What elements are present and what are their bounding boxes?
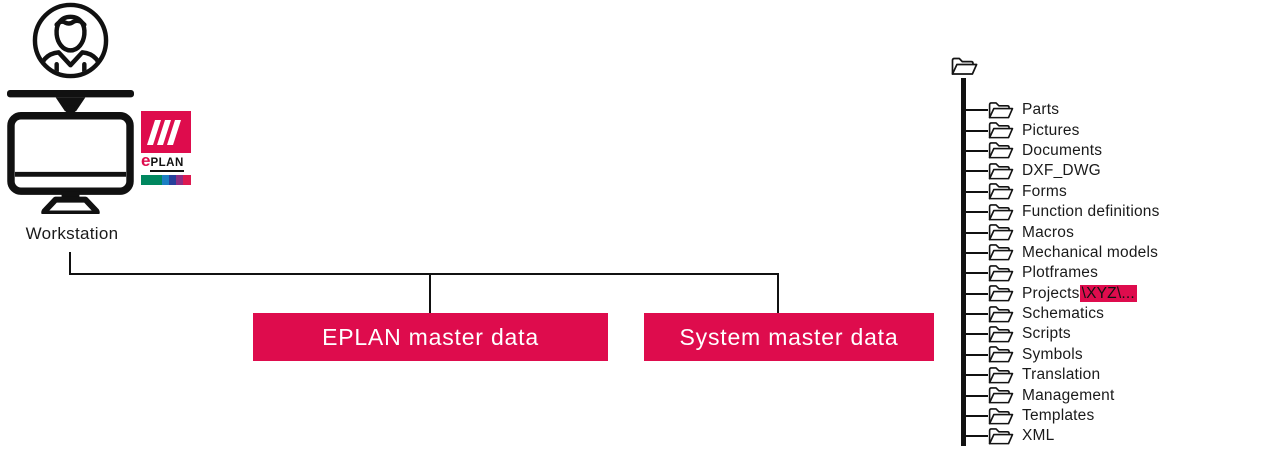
folder-icon	[988, 366, 1014, 385]
eplan-logo: e PLAN	[141, 111, 193, 185]
tree-branch-line	[963, 170, 988, 173]
tree-row: Plotframes	[963, 263, 1160, 283]
tree-item-label: Schematics	[1022, 305, 1105, 323]
tree-branch-line	[963, 149, 988, 152]
folder-icon	[988, 243, 1014, 262]
user-avatar-icon	[32, 2, 109, 79]
tree-branch-line	[963, 129, 988, 132]
tree-row: Forms	[963, 182, 1160, 202]
tree-branch-line	[963, 394, 988, 397]
logo-bar-green	[141, 175, 162, 185]
folder-icon	[988, 162, 1014, 181]
tree-branch-line	[963, 415, 988, 418]
logo-bar-purple	[176, 175, 183, 185]
tree-branch-line	[963, 211, 988, 214]
folder-icon	[988, 223, 1014, 242]
folder-icon	[988, 101, 1014, 120]
folder-icon	[988, 284, 1014, 303]
tree-row: Scripts	[963, 324, 1160, 344]
tree-branch-line	[963, 272, 988, 275]
tree-item-label: Scripts	[1022, 325, 1071, 343]
system-master-data-box: System master data	[644, 313, 934, 361]
eplan-wordmark-plan: PLAN	[150, 157, 184, 172]
eplan-master-data-box: EPLAN master data	[253, 313, 608, 361]
folder-icon	[988, 305, 1014, 324]
logo-bar-blue	[162, 175, 169, 185]
root-folder-icon	[951, 56, 978, 77]
folder-tree: Parts Pictures Documents DXF_DWG	[963, 100, 1160, 447]
tree-row: Templates	[963, 406, 1160, 426]
folder-icon	[988, 325, 1014, 344]
folder-icon	[988, 345, 1014, 364]
tree-branch-line	[963, 353, 988, 356]
logo-bar-navy	[169, 175, 176, 185]
folder-icon	[988, 182, 1014, 201]
eplan-wordmark-e: e	[141, 151, 151, 170]
tree-branch-line	[963, 109, 988, 112]
tree-row: Projects\XYZ\...	[963, 284, 1160, 304]
tree-row: Schematics	[963, 304, 1160, 324]
logo-bar-red	[183, 175, 191, 185]
folder-icon	[988, 427, 1014, 446]
projects-path-highlight: \XYZ\...	[1079, 284, 1137, 302]
tree-row: Symbols	[963, 345, 1160, 365]
tree-row: Pictures	[963, 120, 1160, 140]
tree-item-label: Plotframes	[1022, 264, 1099, 282]
tree-row: XML	[963, 426, 1160, 446]
tree-branch-line	[963, 313, 988, 316]
tree-item-label: Templates	[1022, 407, 1095, 425]
workstation-label: Workstation	[25, 224, 119, 243]
folder-icon	[988, 121, 1014, 140]
connector-workstation-drop	[69, 252, 71, 275]
monitor-icon	[7, 89, 134, 214]
tree-item-label: Translation	[1022, 366, 1101, 384]
eplan-logo-color-bar	[141, 175, 191, 185]
tree-row: Mechanical models	[963, 243, 1160, 263]
connector-eplan-box-drop	[429, 273, 431, 313]
tree-branch-line	[963, 374, 988, 377]
tree-item-label: Function definitions	[1022, 203, 1160, 221]
tree-row: Parts	[963, 100, 1160, 120]
connector-horizontal	[69, 273, 779, 275]
tree-item-label: Parts	[1022, 101, 1060, 119]
tree-trunk-line	[961, 78, 966, 446]
tree-branch-line	[963, 292, 988, 295]
tree-row: DXF_DWG	[963, 161, 1160, 181]
tree-branch-line	[963, 190, 988, 193]
tree-item-label: Management	[1022, 386, 1115, 404]
eplan-wordmark: e PLAN	[141, 151, 193, 172]
tree-item-label: DXF_DWG	[1022, 162, 1101, 180]
tree-item-label: Mechanical models	[1022, 243, 1159, 261]
tree-item-label: Documents	[1022, 141, 1103, 159]
tree-item-label: XML	[1022, 427, 1055, 445]
eplan-logo-slashes-icon	[141, 111, 191, 153]
connector-system-box-drop	[777, 273, 779, 313]
folder-icon	[988, 141, 1014, 160]
folder-icon	[988, 203, 1014, 222]
tree-row: Macros	[963, 222, 1160, 242]
tree-item-label: Forms	[1022, 182, 1067, 200]
tree-branch-line	[963, 435, 988, 438]
tree-item-label: Projects\XYZ\...	[1022, 284, 1137, 302]
tree-item-label: Macros	[1022, 223, 1075, 241]
tree-branch-line	[963, 333, 988, 336]
tree-row: Documents	[963, 141, 1160, 161]
tree-item-label: Symbols	[1022, 345, 1083, 363]
tree-row: Translation	[963, 365, 1160, 385]
tree-item-label: Pictures	[1022, 121, 1080, 139]
folder-icon	[988, 386, 1014, 405]
folder-icon	[988, 264, 1014, 283]
folder-icon	[988, 407, 1014, 426]
tree-branch-line	[963, 231, 988, 234]
tree-branch-line	[963, 251, 988, 254]
tree-row: Management	[963, 385, 1160, 405]
tree-row: Function definitions	[963, 202, 1160, 222]
